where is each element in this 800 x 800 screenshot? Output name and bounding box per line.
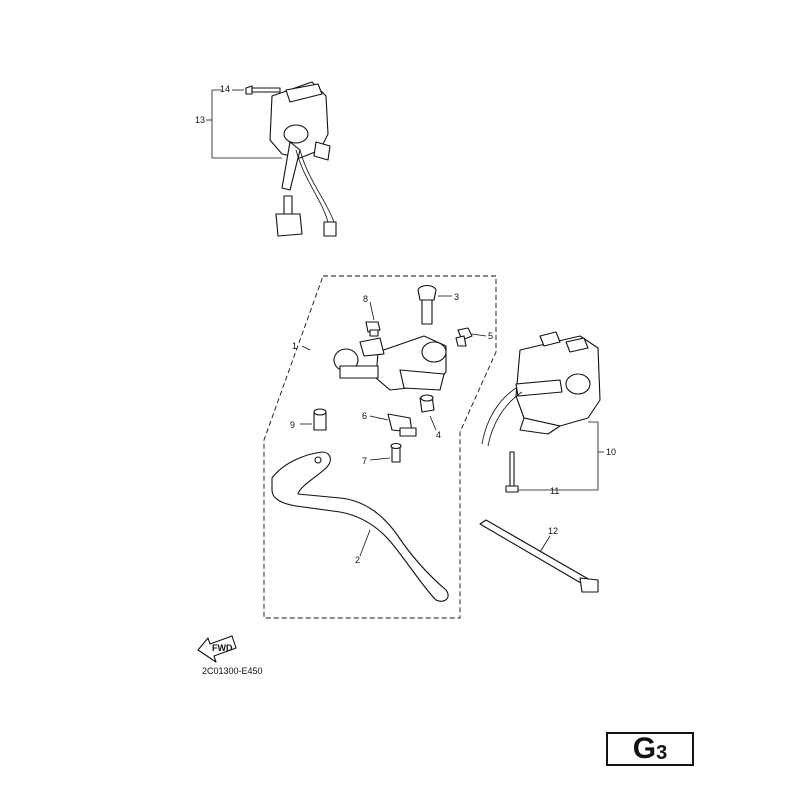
callout-4: 4 (436, 430, 441, 440)
callout-7: 7 (362, 456, 367, 466)
cable-tie-12 (479, 519, 599, 593)
callout-6: 6 (362, 411, 367, 421)
screw-8 (365, 321, 381, 337)
callout-9: 9 (290, 420, 295, 430)
screw-7 (390, 442, 402, 463)
switch-6 (387, 413, 417, 437)
left-handlebar-switch (269, 81, 337, 237)
callout-12: 12 (548, 526, 558, 536)
lever-bracket (333, 335, 447, 391)
screw-14 (245, 85, 281, 95)
callout-2: 2 (355, 555, 360, 565)
assembly-1-boundary (263, 275, 497, 619)
fwd-label: FWD (212, 643, 233, 653)
callout-11: 11 (550, 486, 559, 496)
collar-9 (313, 408, 327, 431)
callout-3: 3 (454, 292, 459, 302)
callout-1: 1 (292, 341, 297, 351)
page-id-letter: G (632, 732, 657, 765)
callout-5: 5 (488, 331, 493, 341)
screw-11 (505, 451, 519, 493)
lever-pivot-hole (314, 456, 322, 464)
bolt-3 (417, 284, 437, 325)
diagram-code: 2C01300-E450 (202, 666, 263, 676)
right-handlebar-switch (481, 331, 601, 447)
callout-10: 10 (606, 447, 616, 457)
lever-2 (271, 451, 449, 602)
page-id-box: G 3 (606, 732, 694, 766)
screw-5 (455, 327, 473, 347)
nut-4 (419, 394, 435, 413)
callout-13: 13 (195, 115, 205, 125)
page-id-number: 3 (656, 742, 668, 764)
callout-8: 8 (363, 294, 368, 304)
fwd-arrow-icon (197, 635, 237, 663)
callout-14: 14 (220, 84, 230, 94)
